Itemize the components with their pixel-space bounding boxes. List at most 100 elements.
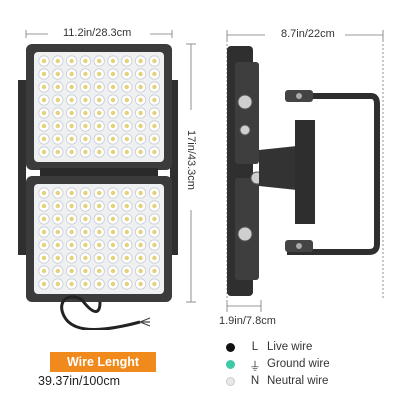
led-chip bbox=[152, 242, 157, 248]
led-chip bbox=[83, 216, 88, 222]
u-bracket bbox=[287, 93, 380, 255]
front-view-diagram bbox=[18, 30, 196, 330]
led-chip bbox=[152, 123, 157, 129]
led-chip bbox=[124, 149, 129, 155]
led-chip bbox=[55, 203, 60, 209]
width-dimension-line bbox=[25, 30, 173, 38]
led-chip bbox=[97, 97, 102, 103]
led-chip bbox=[97, 110, 102, 116]
led-chip bbox=[97, 149, 102, 155]
led-chip bbox=[69, 123, 74, 129]
led-chip bbox=[138, 149, 143, 155]
led-chip bbox=[97, 58, 102, 64]
led-chip bbox=[110, 149, 116, 155]
led-chip bbox=[97, 71, 102, 77]
led-chip bbox=[83, 203, 88, 209]
led-chip bbox=[138, 255, 143, 261]
black-dot-icon bbox=[226, 343, 235, 352]
led-chip bbox=[110, 229, 116, 235]
led-chip bbox=[110, 123, 116, 129]
led-chip bbox=[83, 268, 88, 274]
led-chip bbox=[97, 203, 102, 209]
knob-2 bbox=[239, 124, 251, 136]
upper-led-panel bbox=[34, 52, 164, 162]
led-chip bbox=[55, 149, 60, 155]
led-chip bbox=[41, 97, 47, 103]
led-chip bbox=[41, 229, 47, 235]
led-chip bbox=[124, 242, 129, 248]
led-chip bbox=[110, 71, 116, 77]
led-chip bbox=[41, 136, 47, 142]
led-chip bbox=[83, 123, 88, 129]
led-chip bbox=[138, 268, 143, 274]
led-chip bbox=[83, 110, 88, 116]
led-chip bbox=[124, 84, 129, 90]
led-chip bbox=[138, 97, 143, 103]
led-chip bbox=[110, 84, 116, 90]
led-chip bbox=[110, 97, 116, 103]
neutral-symbol: N bbox=[250, 375, 260, 387]
height-label: 17in/43.3cm bbox=[185, 130, 197, 190]
led-chip bbox=[55, 216, 60, 222]
depth-label: 8.7in/22cm bbox=[281, 28, 335, 40]
led-chip bbox=[124, 255, 129, 261]
live-symbol: L bbox=[251, 341, 259, 353]
led-chip bbox=[69, 71, 74, 77]
led-chip bbox=[152, 216, 157, 222]
led-chip bbox=[152, 71, 157, 77]
led-chip bbox=[69, 149, 74, 155]
led-chip bbox=[152, 229, 157, 235]
led-chip bbox=[124, 97, 129, 103]
led-chip bbox=[138, 242, 143, 248]
led-chip bbox=[97, 136, 102, 142]
cable-wire-ends bbox=[139, 317, 151, 327]
led-chip bbox=[83, 97, 88, 103]
led-chip bbox=[69, 268, 74, 274]
led-chip bbox=[41, 268, 47, 274]
wire-length-label: 39.37in/100cm bbox=[38, 374, 121, 388]
led-chip bbox=[83, 229, 88, 235]
led-chip bbox=[110, 110, 116, 116]
led-chip bbox=[55, 229, 60, 235]
side-view-diagram bbox=[226, 30, 384, 312]
led-chip bbox=[55, 190, 60, 196]
led-chip bbox=[41, 190, 47, 196]
led-chip bbox=[69, 84, 74, 90]
led-chip bbox=[97, 190, 102, 196]
width-label: 11.2in/28.3cm bbox=[63, 27, 132, 39]
led-chip bbox=[83, 149, 88, 155]
led-chip bbox=[110, 216, 116, 222]
led-chip bbox=[152, 281, 157, 287]
lower-led-panel bbox=[34, 184, 164, 294]
led-chip bbox=[97, 84, 102, 90]
led-chip bbox=[55, 242, 60, 248]
side-heatsink-upper bbox=[235, 62, 259, 164]
led-chip bbox=[69, 190, 74, 196]
led-chip bbox=[41, 281, 47, 287]
led-chip bbox=[97, 268, 102, 274]
ground-symbol: ⏚ bbox=[249, 361, 261, 373]
led-chip bbox=[152, 203, 157, 209]
bracket-plate bbox=[295, 120, 315, 224]
led-chip bbox=[152, 268, 157, 274]
bracket-label: 1.9in/7.8cm bbox=[219, 315, 276, 327]
led-chip bbox=[41, 84, 47, 90]
led-chip bbox=[83, 136, 88, 142]
led-chip bbox=[124, 58, 129, 64]
live-label: Live wire bbox=[267, 341, 313, 353]
led-chip bbox=[41, 149, 47, 155]
led-chip bbox=[138, 123, 143, 129]
led-chip bbox=[69, 110, 74, 116]
led-chip bbox=[83, 58, 88, 64]
led-chip bbox=[152, 190, 157, 196]
led-chip bbox=[55, 136, 60, 142]
led-chip bbox=[97, 123, 102, 129]
led-chip bbox=[110, 190, 116, 196]
led-chip bbox=[55, 84, 60, 90]
wire-length-badge: Wire Lenght bbox=[50, 352, 156, 372]
led-chip bbox=[69, 136, 74, 142]
power-cable bbox=[60, 295, 141, 330]
left-mount-rail bbox=[18, 80, 26, 255]
led-chip bbox=[110, 58, 116, 64]
led-chip bbox=[110, 255, 116, 261]
